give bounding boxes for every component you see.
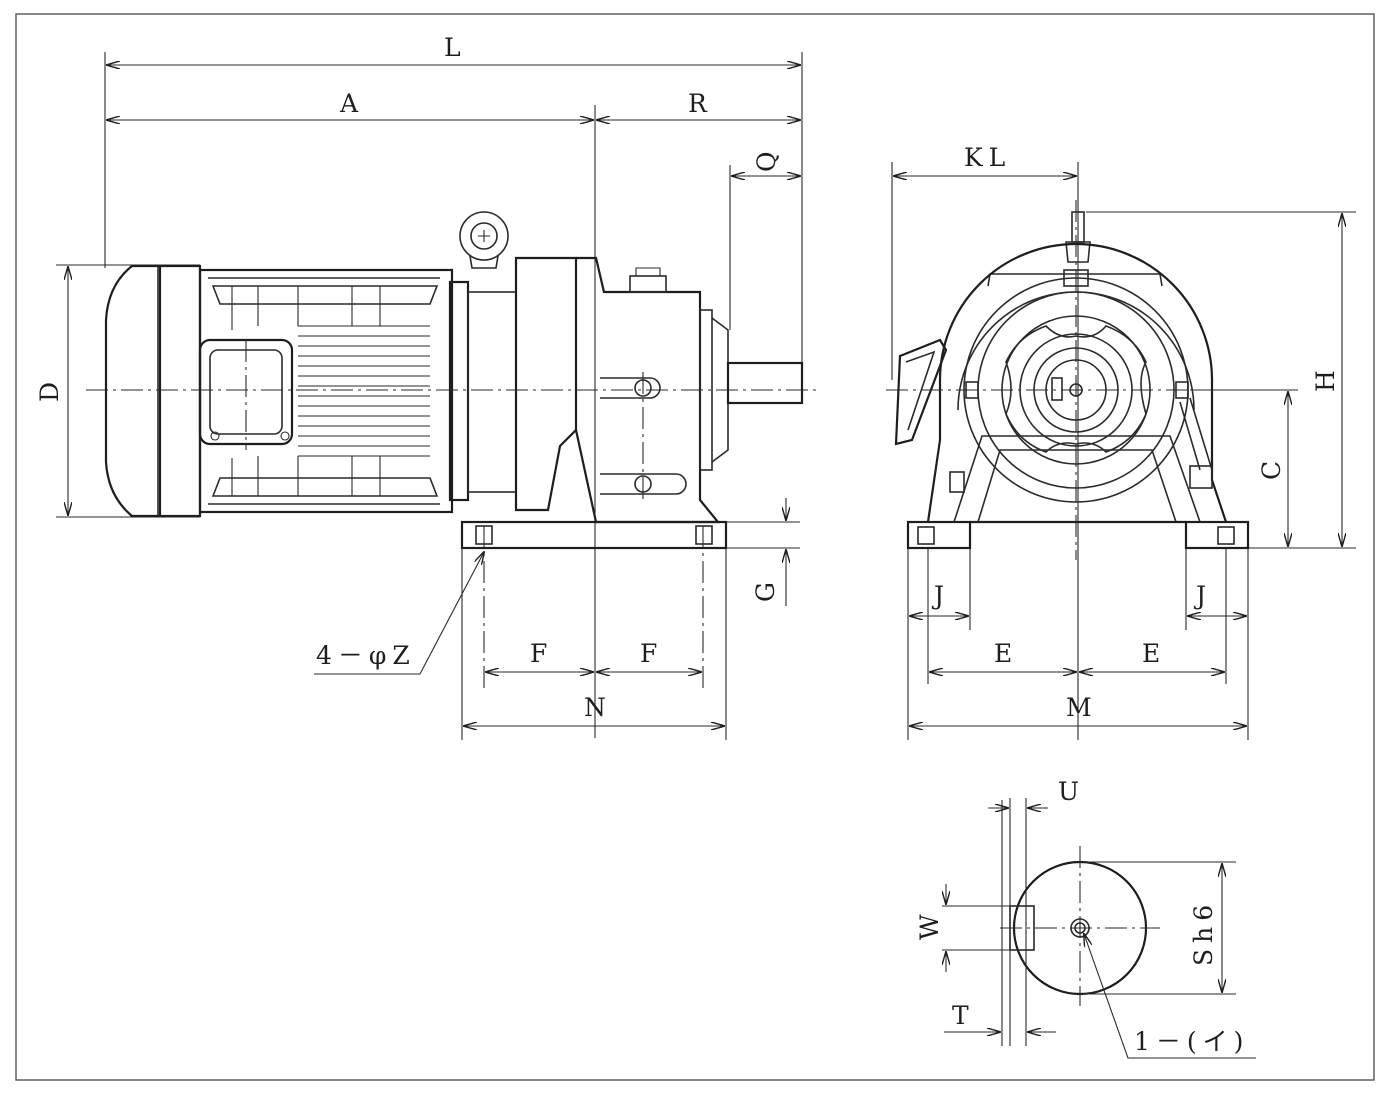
key-note-label: 1－(イ) — [1134, 1027, 1249, 1056]
dim-label-T: T — [952, 1001, 969, 1030]
dim-label-J-right: J — [1193, 581, 1206, 610]
dim-label-S-h6: Sh6 — [1189, 899, 1218, 966]
dim-label-C: C — [1257, 461, 1286, 480]
dim-label-F-right: F — [640, 639, 657, 668]
dim-label-G: G — [751, 582, 780, 602]
dim-label-mounting-holes: 4－φZ — [316, 641, 416, 670]
dim-label-J-left: J — [931, 581, 944, 610]
dim-label-Q: Q — [752, 152, 781, 173]
dim-label-W: W — [915, 914, 944, 940]
side-view — [56, 52, 818, 740]
dim-label-E-left: E — [994, 639, 1012, 668]
dim-label-A: A — [339, 89, 359, 118]
dim-label-D: D — [35, 382, 64, 402]
dim-label-F-left: F — [530, 639, 547, 668]
dim-label-N: N — [584, 693, 606, 722]
dim-label-KL: KL — [964, 143, 1011, 172]
dim-label-H: H — [1311, 370, 1340, 392]
shaft-end-detail — [942, 798, 1256, 1059]
dim-label-U: U — [1058, 777, 1079, 806]
dim-label-E-right: E — [1142, 639, 1160, 668]
dim-label-L: L — [444, 33, 461, 62]
dim-label-M: M — [1066, 693, 1092, 722]
dim-label-R: R — [688, 89, 708, 118]
front-view — [886, 162, 1356, 740]
drawing-frame — [15, 13, 1375, 1081]
